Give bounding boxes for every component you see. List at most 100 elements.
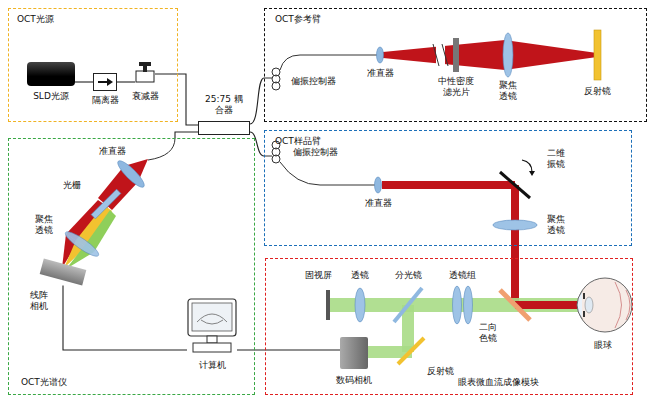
focus-lens [493, 220, 537, 230]
sample-beam [511, 185, 519, 303]
part-label: 固视屏 [305, 270, 332, 281]
beam-splitter [394, 288, 422, 322]
screen-eye [197, 314, 227, 324]
reference-beam [505, 40, 597, 70]
sample-beam [382, 181, 515, 189]
component-label: 线阵 相机 [27, 290, 51, 312]
beam-break [436, 38, 445, 72]
iso-shape [93, 73, 117, 91]
mirror [398, 338, 424, 364]
lens [355, 288, 365, 322]
fiber-connector [75, 81, 93, 82]
part-label: 准直器 [99, 146, 126, 157]
nd-filter [453, 38, 459, 72]
part-label: 二向 色镜 [478, 322, 499, 344]
component-node: 25:75 耦合器 [195, 94, 253, 136]
fiber-connector [117, 81, 135, 82]
component-label: 25:75 耦合器 [204, 94, 244, 116]
part-label: 分光镜 [395, 270, 422, 281]
lens-group [464, 286, 473, 324]
part-label: 反射镜 [427, 366, 454, 377]
monitor-stand [207, 336, 217, 343]
component-node: 线阵 相机 [27, 264, 87, 318]
collimator [377, 47, 384, 63]
monitor [188, 299, 236, 336]
fiber-connector [63, 285, 187, 350]
region-heading: OCT光谱仪 [21, 377, 67, 388]
focus-lens [503, 33, 513, 77]
region-heading: OCT参考臂 [275, 14, 321, 25]
attenuator-stem [143, 65, 147, 72]
isolator-box [94, 74, 117, 91]
part-label: 偏振控制器 [293, 147, 338, 158]
dashed-region: OCT光源 SLD光源隔离器衰减器 [8, 8, 178, 122]
region-heading: 眼表微血流成像模块 [458, 377, 539, 388]
isolator-arrow [107, 78, 113, 86]
component-node: 计算机 [182, 296, 242, 376]
monitor-base [193, 343, 231, 352]
fiber-connector [237, 349, 340, 350]
part-label: 透镜组 [449, 270, 476, 281]
part-label: 眼球 [594, 340, 612, 351]
part-label: 中性密度 滤光片 [437, 76, 476, 98]
part-label: 二维 振镜 [546, 148, 567, 170]
dichroic-mirror [500, 290, 530, 320]
att-icon [135, 62, 155, 84]
dashed-region: OCT参考臂 [264, 8, 647, 122]
lens-group [453, 286, 462, 324]
galvo-mirror [500, 172, 530, 198]
part-label: 偏振控制器 [291, 76, 336, 87]
galvo-arrow [529, 171, 535, 176]
component-node: 衰减器 [127, 59, 163, 107]
part-label: 透镜 [351, 270, 369, 281]
spectrometer-fiber [148, 138, 175, 160]
collimator [375, 177, 382, 193]
collimator [115, 158, 148, 191]
screen [192, 303, 232, 331]
component-node: 隔离器 [87, 63, 123, 107]
part-label: 准直器 [367, 68, 394, 79]
sample-fiber [264, 141, 375, 185]
sld-shape [27, 62, 75, 86]
component-label: 数码相机 [332, 375, 376, 386]
iso-icon [93, 73, 117, 91]
part-label: 聚焦 透镜 [498, 80, 519, 102]
reference-fiber [264, 55, 377, 90]
fiber-connector [250, 132, 264, 156]
part-label: 聚焦 透镜 [34, 214, 55, 236]
region-heading: OCT样品臂 [275, 136, 321, 147]
fiber-connector [250, 78, 264, 124]
coupler-shape [198, 121, 250, 135]
pc-shape [187, 298, 237, 354]
beam-break [433, 44, 448, 66]
linecam-shape [40, 259, 87, 286]
fiber-connector [155, 74, 198, 125]
part-label: 准直器 [365, 198, 392, 209]
part-label: 聚焦 透镜 [546, 214, 567, 236]
component-node: 数码相机 [332, 337, 376, 391]
attenuator-knob [139, 62, 151, 66]
component-label: 计算机 [182, 360, 242, 371]
red-beam [515, 301, 577, 309]
pc-icon [187, 298, 237, 354]
att-shape [135, 62, 155, 84]
component-node: SLD光源 [21, 59, 81, 107]
attenuator-body [136, 71, 154, 82]
dashed-region: OCT光谱仪 线阵 相机 [8, 138, 255, 395]
fixation-screen [326, 290, 330, 320]
grating [91, 189, 121, 219]
part-label: 反射镜 [584, 86, 611, 97]
eyeball [577, 278, 632, 332]
component-label: 隔离器 [87, 95, 123, 106]
region-heading: OCT光源 [17, 14, 54, 25]
part-label: 光栅 [63, 180, 81, 191]
component-label: SLD光源 [21, 91, 81, 102]
galvo-arrow [522, 160, 532, 172]
cam-shape [340, 337, 368, 369]
focus-lens [63, 228, 102, 259]
mirror [594, 30, 601, 80]
isolator-arrow [98, 81, 108, 83]
